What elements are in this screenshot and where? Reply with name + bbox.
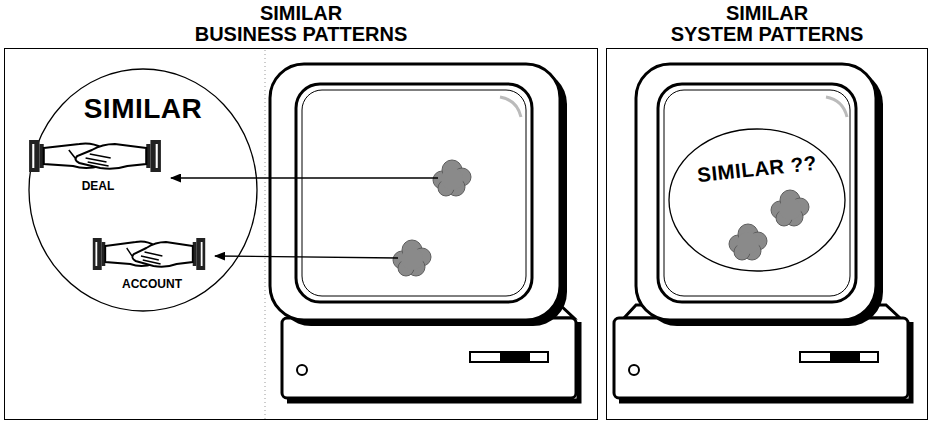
panel-box: SIMILAR SYSTEM PATTERNSSIMILAR ?? <box>606 48 928 420</box>
grouping-ellipse: SIMILAR DEAL ACCOUNT <box>28 68 258 312</box>
grouping-ellipse: SIMILAR ?? <box>668 128 846 272</box>
handshake-drawing <box>91 234 207 274</box>
blob-system-a <box>729 224 767 260</box>
blob-deal <box>433 160 471 196</box>
mapping-arrow <box>215 256 398 258</box>
computer-right <box>614 64 911 401</box>
dotted-divider <box>265 50 266 419</box>
heading-block: SIMILAR BUSINESS PATTERNS <box>181 3 421 45</box>
blob-system-b <box>771 190 809 226</box>
icon-label-block: ACCOUNT <box>91 277 213 291</box>
line-spacer <box>827 3 887 24</box>
ellipse-line <box>669 129 845 271</box>
blob-account <box>393 240 431 276</box>
handshake-icon: DEAL <box>27 136 169 196</box>
computer-left <box>270 64 579 401</box>
icon-label: DEAL <box>27 179 169 193</box>
panel-heading: SIMILAR BUSINESS PATTERNS <box>181 3 421 45</box>
mapping-arrow <box>171 177 438 178</box>
ellipse-outline <box>668 128 846 272</box>
similar-label: SIMILAR <box>84 94 203 125</box>
icon-label: ACCOUNT <box>91 277 213 291</box>
panel-heading: SIMILAR SYSTEM PATTERNS <box>647 3 887 45</box>
icon-label-block: DEAL <box>27 179 169 193</box>
similar-label: SIMILAR ?? <box>696 152 818 187</box>
heading-block: SIMILAR SYSTEM PATTERNS <box>647 3 887 45</box>
line-spacer <box>361 3 421 24</box>
handshake-icon: ACCOUNT <box>91 234 213 298</box>
line-spacer <box>181 3 241 24</box>
line-spacer <box>647 3 707 24</box>
handshake-drawing <box>27 136 163 176</box>
panel-box: SIMILAR BUSINESS PATTERNSSIMILARDEALACCO… <box>4 48 598 420</box>
ellipse-line <box>29 69 257 311</box>
ellipse-title-block: SIMILAR <box>28 94 258 125</box>
ellipse-title-block: SIMILAR ?? <box>668 158 846 181</box>
